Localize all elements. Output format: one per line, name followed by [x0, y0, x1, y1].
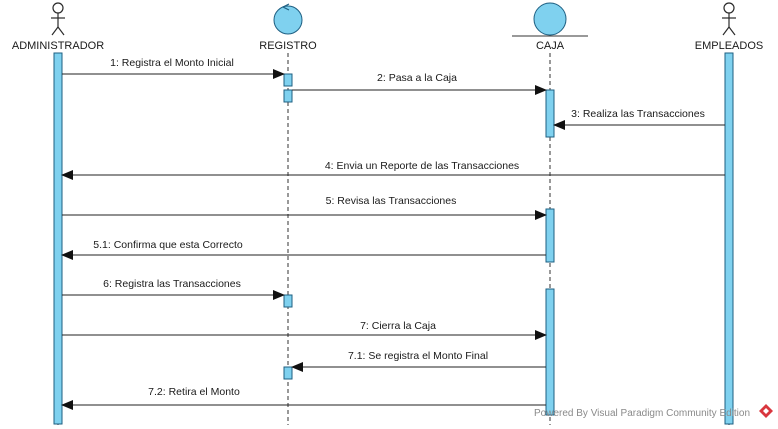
- message-label: 5: Revisa las Transacciones: [326, 195, 457, 207]
- activation-bar: [283, 294, 293, 308]
- actor-icon: [51, 2, 65, 36]
- message-7[interactable]: 7: Cierra la Caja: [62, 320, 547, 340]
- control-icon: [273, 3, 303, 35]
- message-3[interactable]: 3: Realiza las Transacciones: [553, 108, 725, 130]
- message-5[interactable]: 5: Revisa las Transacciones: [62, 195, 547, 220]
- activation-bar: [283, 89, 293, 103]
- activation-bar: [724, 52, 734, 425]
- message-4[interactable]: 4: Envia un Reporte de las Transacciones: [61, 160, 725, 180]
- activation-bar: [53, 52, 63, 425]
- message-label: 7.2: Retira el Monto: [148, 386, 240, 398]
- actor-icon: [722, 2, 736, 36]
- activation-bar: [545, 89, 555, 138]
- lifeline-label-empleados: EMPLEADOS: [695, 40, 763, 52]
- lifeline-label-registro: REGISTRO: [259, 40, 317, 52]
- lifeline-label-administrador: ADMINISTRADOR: [12, 40, 104, 52]
- message-label: 7: Cierra la Caja: [360, 320, 436, 332]
- activation-bar: [283, 73, 293, 87]
- message-label: 3: Realiza las Transacciones: [571, 108, 705, 120]
- message-label: 2: Pasa a la Caja: [377, 72, 457, 84]
- message-6[interactable]: 6: Registra las Transacciones: [62, 278, 285, 300]
- lifeline-registro[interactable]: REGISTRO: [259, 3, 317, 425]
- lifeline-empleados[interactable]: EMPLEADOS: [695, 2, 763, 425]
- lifeline-caja[interactable]: CAJA: [512, 2, 588, 425]
- message-7-1[interactable]: 7.1: Se registra el Monto Final: [291, 350, 546, 372]
- message-label: 1: Registra el Monto Inicial: [110, 57, 234, 69]
- lifeline-label-caja: CAJA: [536, 40, 565, 52]
- visual-paradigm-logo-icon: [759, 404, 773, 418]
- entity-icon: [512, 2, 588, 37]
- message-label: 7.1: Se registra el Monto Final: [348, 350, 488, 362]
- message-2[interactable]: 2: Pasa a la Caja: [292, 72, 547, 95]
- message-label: 5.1: Confirma que esta Correcto: [93, 239, 243, 251]
- activation-bar: [545, 288, 555, 416]
- activation-bar: [545, 208, 555, 263]
- lifeline-administrador[interactable]: ADMINISTRADOR: [12, 2, 104, 425]
- message-label: 6: Registra las Transacciones: [103, 278, 241, 290]
- message-5-1[interactable]: 5.1: Confirma que esta Correcto: [61, 239, 546, 260]
- message-1[interactable]: 1: Registra el Monto Inicial: [62, 57, 285, 79]
- activation-bar: [283, 366, 293, 380]
- watermark: Powered By Visual Paradigm Community Edi…: [534, 404, 773, 419]
- message-7-2[interactable]: 7.2: Retira el Monto: [61, 386, 546, 410]
- message-label: 4: Envia un Reporte de las Transacciones: [325, 160, 519, 172]
- watermark-text: Powered By Visual Paradigm Community Edi…: [534, 408, 750, 419]
